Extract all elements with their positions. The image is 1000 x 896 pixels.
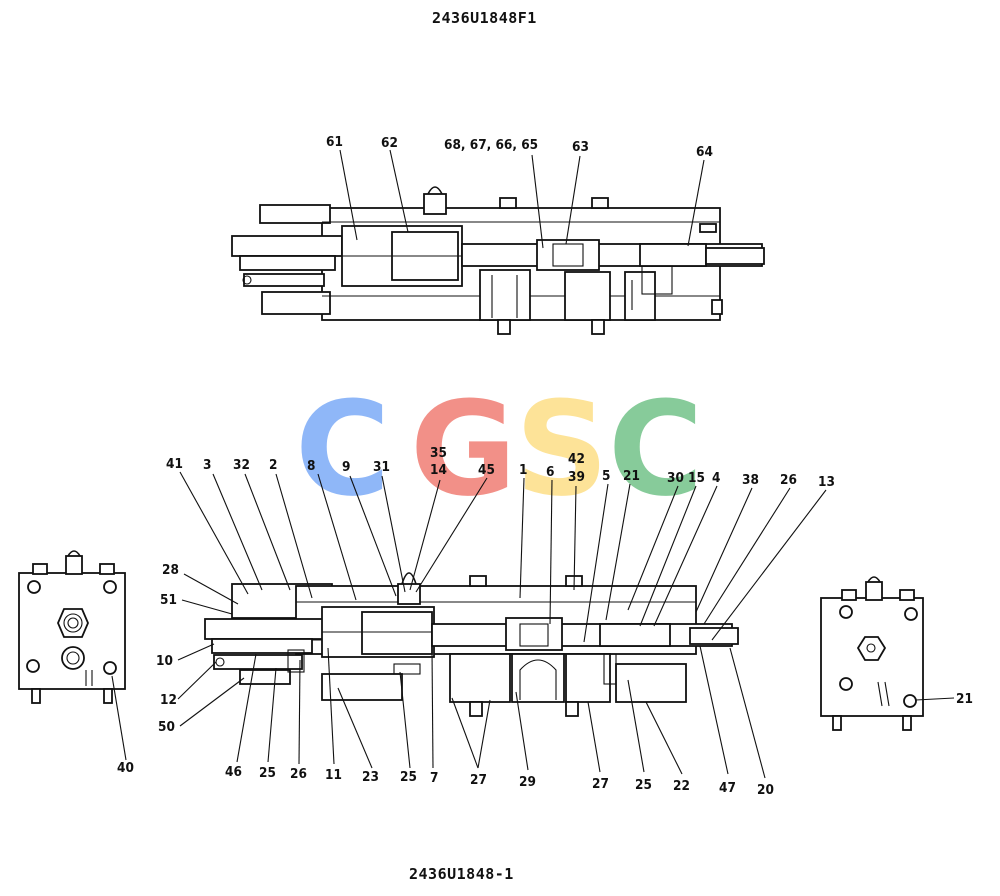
label-29: 29 bbox=[519, 774, 536, 790]
label-25: 25 bbox=[259, 765, 276, 781]
label-62: 62 bbox=[381, 135, 398, 151]
label-39: 39 bbox=[568, 469, 585, 485]
label-8: 8 bbox=[307, 458, 315, 474]
watermark-letter-c2: C bbox=[608, 373, 703, 525]
watermark-letter-c1: C bbox=[295, 373, 390, 525]
label-21-right: 21 bbox=[956, 691, 973, 707]
main-valve-assembly bbox=[204, 572, 739, 717]
label-64: 64 bbox=[696, 144, 713, 160]
label-5: 5 bbox=[602, 468, 610, 484]
label-51: 51 bbox=[160, 592, 177, 608]
label-32: 32 bbox=[233, 457, 250, 473]
left-end-view bbox=[18, 550, 127, 761]
label-50: 50 bbox=[158, 719, 175, 735]
label-20: 20 bbox=[757, 782, 774, 798]
label-46: 46 bbox=[225, 764, 242, 780]
watermark-letter-g: G bbox=[410, 373, 517, 525]
label-42: 42 bbox=[568, 451, 585, 467]
top-leader-lines bbox=[339, 149, 705, 249]
label-38: 38 bbox=[742, 472, 759, 488]
label-25-c: 25 bbox=[635, 777, 652, 793]
label-22: 22 bbox=[673, 778, 690, 794]
label-7: 7 bbox=[430, 770, 438, 786]
label-2: 2 bbox=[269, 457, 277, 473]
top-valve-assembly bbox=[231, 186, 765, 335]
label-11: 11 bbox=[325, 767, 342, 783]
label-4: 4 bbox=[712, 470, 720, 486]
label-40: 40 bbox=[117, 760, 134, 776]
label-45: 45 bbox=[478, 462, 495, 478]
main-leader-lines-bottom bbox=[236, 645, 766, 779]
label-25-b: 25 bbox=[400, 769, 417, 785]
label-68-67-66-65: 68, 67, 66, 65 bbox=[444, 137, 538, 153]
label-30: 30 bbox=[667, 470, 684, 486]
label-27: 27 bbox=[470, 772, 487, 788]
label-1: 1 bbox=[519, 462, 527, 478]
top-drawing-code: 2436U1848F1 bbox=[432, 9, 537, 27]
label-26-bottom: 26 bbox=[290, 766, 307, 782]
label-35: 35 bbox=[430, 445, 447, 461]
label-61: 61 bbox=[326, 134, 343, 150]
label-63: 63 bbox=[572, 139, 589, 155]
label-41: 41 bbox=[166, 456, 183, 472]
label-10: 10 bbox=[156, 653, 173, 669]
main-leader-lines bbox=[177, 471, 827, 727]
label-47: 47 bbox=[719, 780, 736, 796]
label-9: 9 bbox=[342, 459, 350, 475]
label-31: 31 bbox=[373, 459, 390, 475]
label-27-b: 27 bbox=[592, 776, 609, 792]
watermark-letter-s: S bbox=[515, 373, 609, 525]
label-21: 21 bbox=[623, 468, 640, 484]
label-23: 23 bbox=[362, 769, 379, 785]
label-13: 13 bbox=[818, 474, 835, 490]
right-end-view bbox=[820, 576, 955, 731]
label-26: 26 bbox=[780, 472, 797, 488]
label-3: 3 bbox=[203, 457, 211, 473]
label-12: 12 bbox=[160, 692, 177, 708]
watermark: C G S C bbox=[295, 373, 703, 525]
bottom-drawing-code: 2436U1848-1 bbox=[409, 865, 514, 883]
label-28: 28 bbox=[162, 562, 179, 578]
label-6: 6 bbox=[546, 464, 554, 480]
label-15: 15 bbox=[688, 470, 705, 486]
label-14: 14 bbox=[430, 462, 447, 478]
